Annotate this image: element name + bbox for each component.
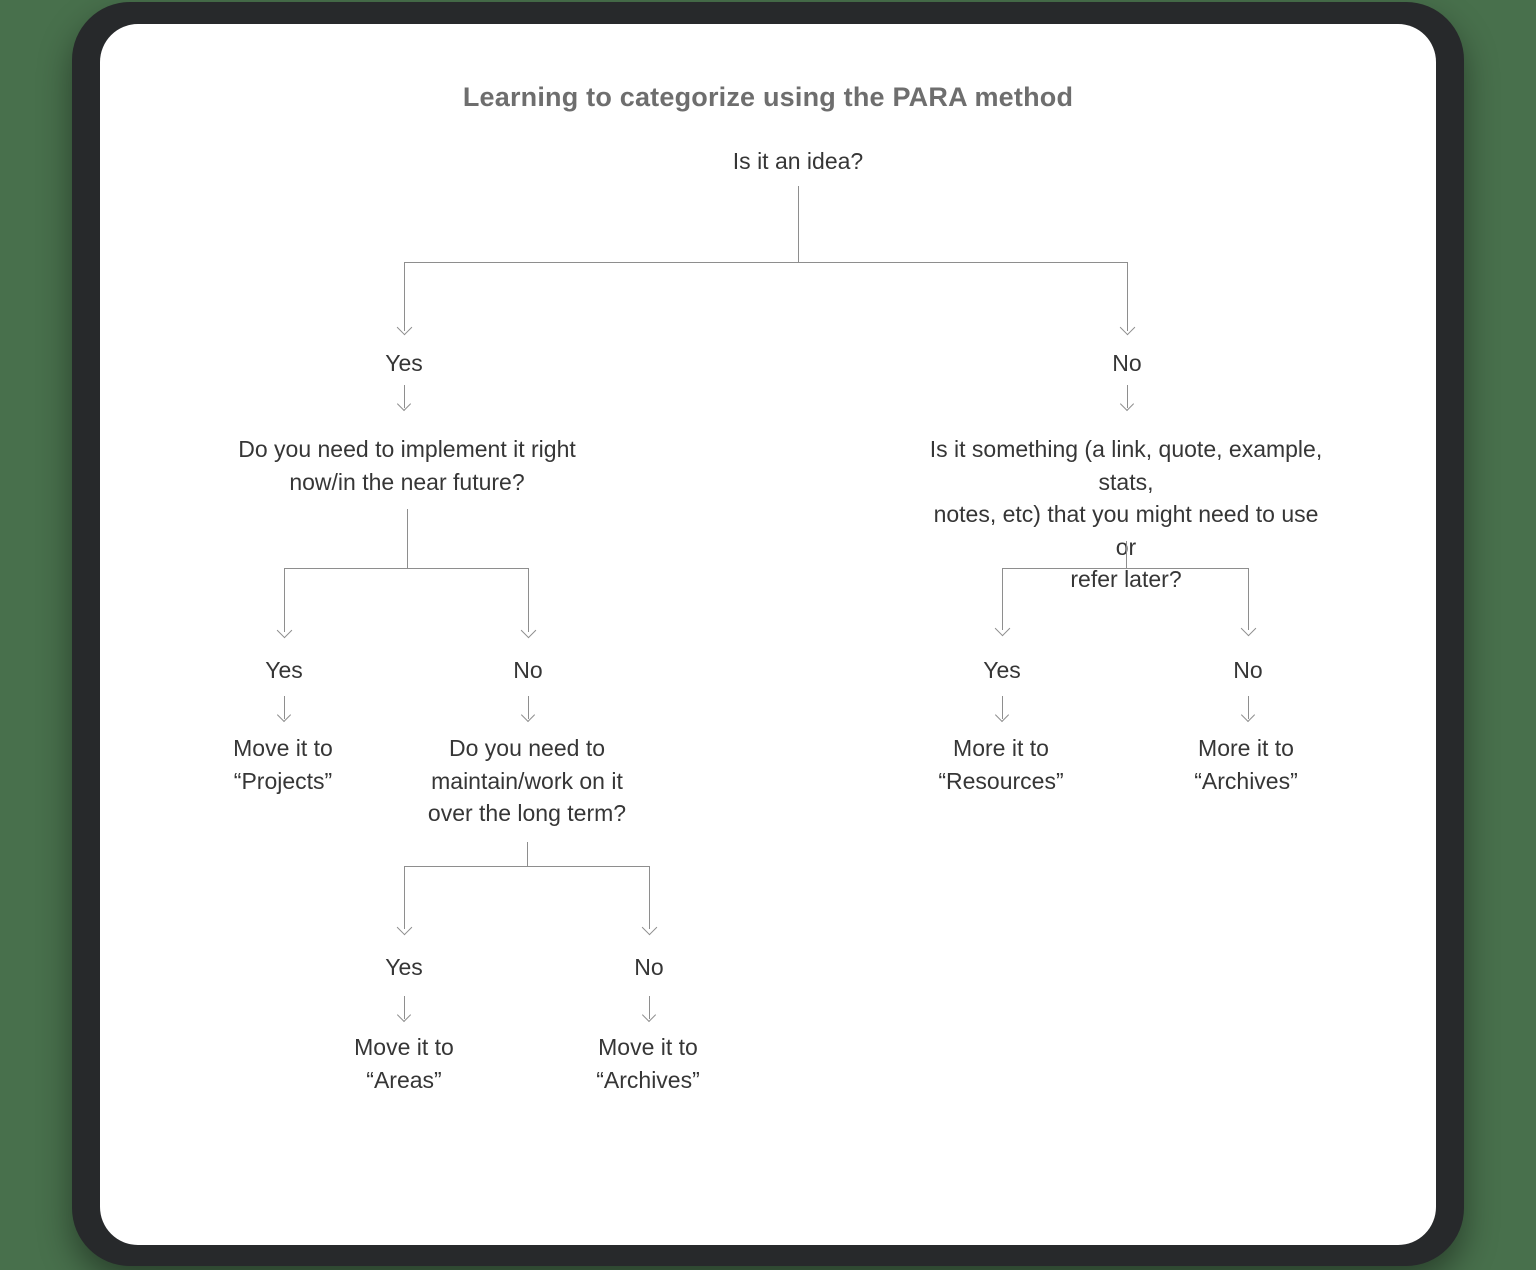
branch-label-yes: Yes	[265, 657, 303, 683]
branch-label-no: No	[1112, 350, 1142, 376]
node-question-reference: Is it something (a link, quote, example,…	[929, 436, 1323, 592]
branch-label-no: No	[1233, 657, 1263, 683]
arrow-down-icon	[396, 996, 412, 1026]
arrowhead-icon	[520, 622, 537, 639]
connector-reference-drop-yes	[1002, 568, 1003, 630]
connector-root-hbar	[404, 262, 1127, 263]
node-question-implement: Do you need to implement it right now/in…	[238, 436, 576, 495]
connector-root-stem	[798, 186, 799, 262]
branch-label-no: No	[634, 954, 664, 980]
arrowhead-icon	[396, 919, 413, 936]
branch-label-no: No	[513, 657, 543, 683]
diagram-card	[100, 24, 1436, 1245]
arrowhead-icon	[276, 622, 293, 639]
connector-maintain-drop-yes	[404, 866, 405, 929]
node-result-resources: More it to “Resources”	[938, 735, 1064, 794]
connector-maintain-hbar	[404, 866, 649, 867]
connector-implement-drop-yes	[284, 568, 285, 632]
page-title: Learning to categorize using the PARA me…	[462, 82, 1074, 112]
node-result-projects: Move it to “Projects”	[233, 735, 333, 794]
branch-label-yes: Yes	[385, 350, 423, 376]
connector-implement-stem	[407, 509, 408, 568]
arrow-down-icon	[1240, 696, 1256, 726]
node-result-areas: Move it to “Areas”	[354, 1034, 454, 1093]
arrow-down-icon	[396, 385, 412, 415]
connector-implement-drop-no	[528, 568, 529, 632]
arrowhead-icon	[1240, 620, 1257, 637]
connector-root-drop-no	[1127, 262, 1128, 331]
arrowhead-icon	[641, 919, 658, 936]
node-result-archives: Move it to “Archives”	[596, 1034, 700, 1093]
arrow-down-icon	[1119, 385, 1135, 415]
node-result-archives: More it to “Archives”	[1194, 735, 1298, 794]
node-root-question: Is it an idea?	[732, 148, 864, 174]
arrow-down-icon	[520, 696, 536, 726]
connector-implement-hbar	[284, 568, 528, 569]
connector-maintain-drop-no	[649, 866, 650, 929]
node-question-maintain: Do you need to maintain/work on it over …	[427, 735, 627, 826]
arrowhead-icon	[396, 319, 413, 336]
connector-reference-hbar	[1002, 568, 1248, 569]
arrowhead-icon	[994, 620, 1011, 637]
connector-maintain-stem	[527, 842, 528, 866]
connector-root-drop-yes	[404, 262, 405, 331]
connector-reference-stem	[1126, 541, 1127, 568]
connector-reference-drop-no	[1248, 568, 1249, 630]
arrow-down-icon	[641, 996, 657, 1026]
arrow-down-icon	[276, 696, 292, 726]
arrowhead-icon	[1119, 319, 1136, 336]
branch-label-yes: Yes	[983, 657, 1021, 683]
branch-label-yes: Yes	[385, 954, 423, 980]
arrow-down-icon	[994, 696, 1010, 726]
